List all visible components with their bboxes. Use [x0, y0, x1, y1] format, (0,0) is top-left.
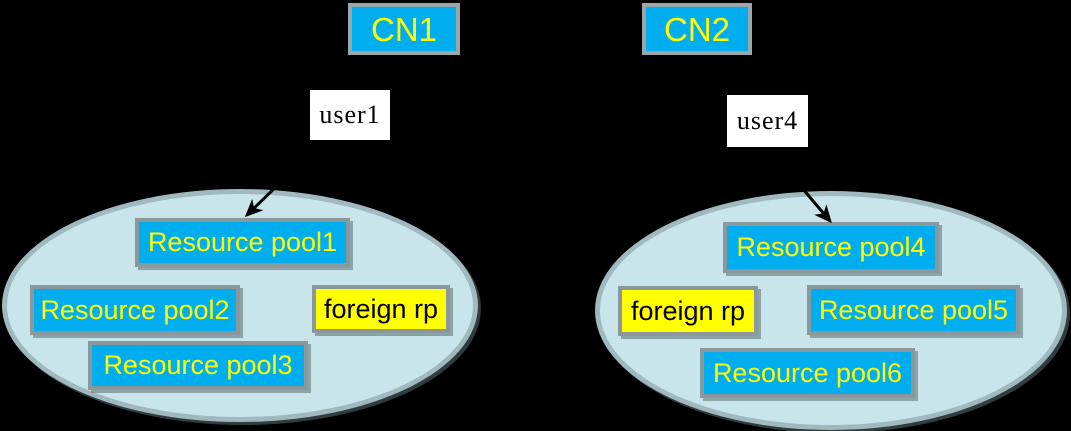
- cn2-node: CN2: [642, 3, 752, 55]
- foreign-rp-node-right: foreign rp: [618, 286, 758, 336]
- resource-pool5-node: Resource pool5: [807, 285, 1020, 335]
- cn1-node: CN1: [348, 3, 460, 55]
- resource-pool4-node: Resource pool4: [723, 222, 939, 273]
- resource-pool6-node: Resource pool6: [700, 348, 915, 398]
- user1-label-box: user1: [310, 90, 390, 140]
- resource-pool3-node: Resource pool3: [88, 341, 308, 390]
- resource-pool2-node: Resource pool2: [30, 285, 240, 335]
- resource-pool1-node: Resource pool1: [135, 218, 350, 267]
- foreign-rp-node-left: foreign rp: [312, 285, 450, 333]
- user4-label-box: user4: [727, 95, 808, 147]
